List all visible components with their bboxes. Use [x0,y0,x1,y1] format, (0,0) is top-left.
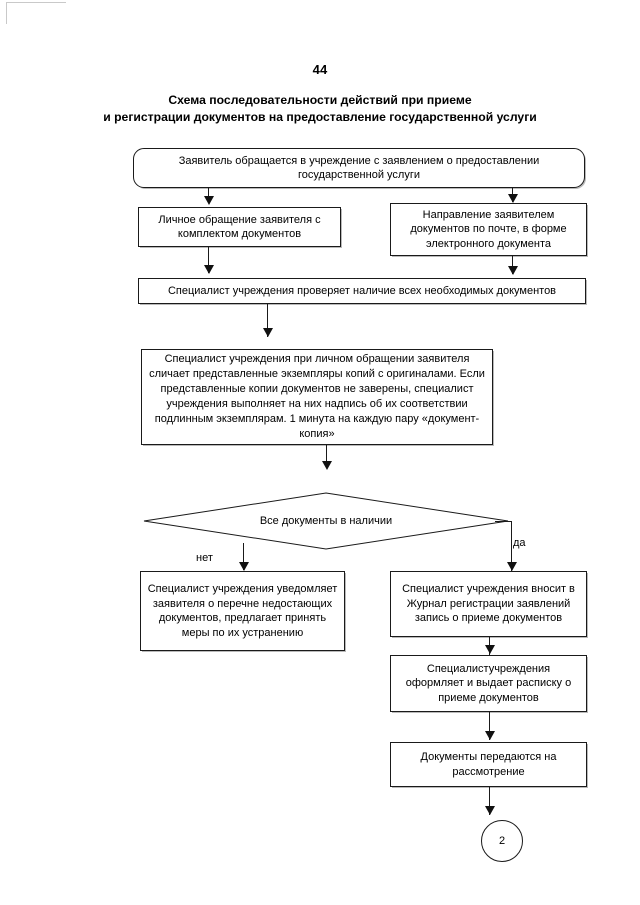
connector-check-to-compare [267,304,268,337]
arrowhead-decision-yes [507,562,517,571]
page-title-line-2: и регистрации документов на предоставлен… [103,110,537,124]
page-title: Схема последовательности действий при пр… [60,92,580,126]
arrowhead-mail-to-check [508,266,518,275]
connector-receipt-to-forward [489,712,490,740]
connector-decision-yes-vertical [511,521,512,571]
flow-node-mail-submission: Направление заявителем документов по поч… [390,203,587,256]
scan-edge-left [6,2,7,24]
arrowhead-register-to-receipt [485,645,495,654]
flow-node-register-entry: Специалист учреждения вносит в Журнал ре… [390,571,587,637]
arrowhead-receipt-to-forward [485,731,495,740]
scan-edge-top [6,2,66,3]
flow-node-notify-missing: Специалист учреждения уведомляет заявите… [140,571,345,651]
flow-node-compare-copies-label: Специалист учреждения при личном обращен… [149,353,485,440]
flow-node-personal-visit-label: Личное обращение заявителя с комплектом … [158,213,321,241]
connector-decision-no [243,543,244,570]
diamond-shape [143,492,509,550]
flow-node-register-entry-label: Специалист учреждения вносит в Журнал ре… [402,583,575,625]
branch-label-no: нет [196,552,213,564]
flow-node-mail-submission-label: Направление заявителем документов по поч… [410,208,567,250]
flow-node-check-documents-label: Специалист учреждения проверяет наличие … [167,284,557,297]
flow-node-forward-documents: Документы передаются на рассмотрение [390,742,587,787]
flow-node-personal-visit: Личное обращение заявителя с комплектом … [138,207,341,247]
flow-node-connector-circle-label: 2 [498,835,506,847]
arrowhead-personal-to-check [204,265,214,274]
flow-node-compare-copies: Специалист учреждения при личном обращен… [141,349,493,445]
arrowhead-start-to-mail [508,194,518,203]
flow-node-check-documents: Специалист учреждения проверяет наличие … [138,278,586,304]
connector-start-to-personal [208,188,209,203]
flow-node-start-label: Заявитель обращается в учреждение с заяв… [178,154,540,182]
connector-decision-yes-horizontal [495,521,512,522]
flow-node-connector-circle: 2 [481,820,523,862]
branch-label-yes: да [513,537,526,549]
flow-node-start: Заявитель обращается в учреждение с заяв… [133,148,585,188]
page-title-line-1: Схема последовательности действий при пр… [168,93,472,107]
connector-compare-to-decision [326,445,327,467]
flow-node-decision: Все документы в наличии [143,492,509,550]
arrowhead-decision-no [239,562,249,571]
arrowhead-forward-to-circle [485,806,495,815]
flow-node-issue-receipt-label: Специалистучреждения оформляет и выдает … [405,662,572,704]
flow-node-notify-missing-label: Специалист учреждения уведомляет заявите… [147,583,338,639]
flow-node-forward-documents-label: Документы передаются на рассмотрение [420,751,557,778]
page-number: 44 [312,62,328,77]
arrowhead-start-to-personal [204,196,214,205]
connector-forward-to-circle [489,787,490,815]
connector-personal-to-check [208,247,209,273]
flow-node-issue-receipt: Специалистучреждения оформляет и выдает … [390,655,587,712]
connector-mail-to-check [512,256,513,274]
arrowhead-check-to-compare [263,328,273,337]
arrowhead-compare-to-decision [322,461,332,470]
flow-node-decision-label: Все документы в наличии [259,515,393,527]
